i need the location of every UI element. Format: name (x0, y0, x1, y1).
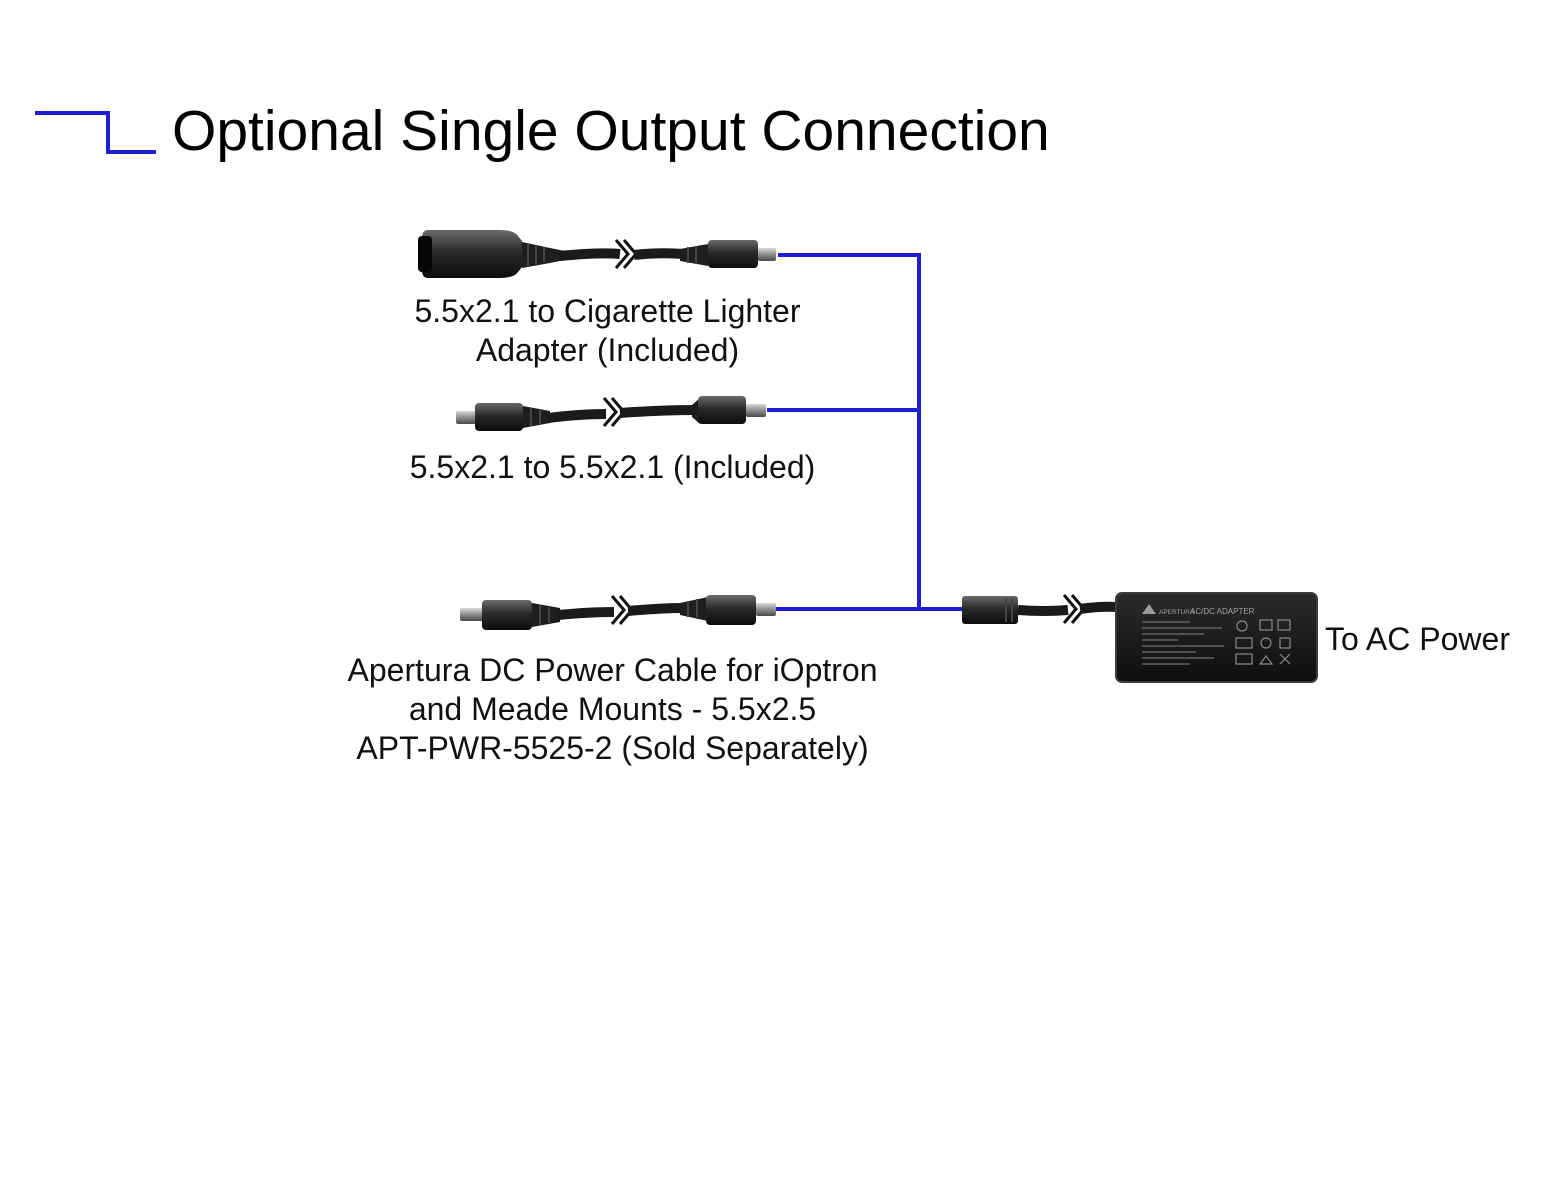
brick-device-text: AC/DC ADAPTER (1190, 607, 1255, 616)
plug-tip-left (456, 411, 476, 424)
plug-tip (758, 248, 776, 261)
spec-lines (1142, 621, 1224, 665)
cigarette-adapter-label: 5.5x2.1 to Cigarette Lighter Adapter (In… (385, 292, 830, 370)
plug-body-left (475, 403, 523, 431)
cable-segment (547, 409, 607, 423)
cable-segment (557, 607, 615, 620)
plug-strain-relief (680, 244, 708, 266)
ac-dc-power-adapter[interactable]: APERTURA AC/DC ADAPTER (962, 592, 1318, 683)
cable-segment (1017, 605, 1069, 616)
single-output-line-icon (35, 111, 156, 154)
plug-strain-relief-right (680, 597, 708, 621)
plug-tip-right (746, 404, 766, 417)
cable-segment (633, 248, 685, 260)
label-line: APT-PWR-5525-2 (Sold Separately) (356, 730, 869, 766)
cigarette-lighter-adapter-cable[interactable] (418, 230, 776, 278)
adapter-dc-jack (962, 596, 1018, 624)
certification-marks-icon (1235, 619, 1291, 665)
socket-opening (418, 236, 432, 272)
label-line: Apertura DC Power Cable for iOptron (347, 652, 878, 688)
cable-segment (619, 405, 697, 418)
connection-lines (767, 253, 963, 611)
apertura-dc-power-cable[interactable] (460, 595, 776, 630)
cable-segment (627, 603, 685, 616)
page-title: Optional Single Output Connection (172, 99, 1050, 163)
cable-segment (1079, 601, 1119, 614)
plug-body-right (706, 595, 756, 625)
cigarette-socket (422, 230, 522, 278)
plug-body-right (698, 396, 746, 424)
plug-body-left (482, 600, 532, 630)
label-line: Adapter (Included) (475, 332, 740, 368)
cable-55x21-to-55x21[interactable] (456, 396, 766, 431)
label-line: 5.5x2.1 to 5.5x2.1 (Included) (409, 449, 816, 485)
cable-segment (559, 248, 621, 261)
label-line: 5.5x2.1 to Cigarette Lighter (414, 293, 801, 329)
adapter-brick (1115, 592, 1318, 683)
cable-55x21-label: 5.5x2.1 to 5.5x2.1 (Included) (365, 448, 860, 487)
brand-logo-icon (1142, 604, 1156, 614)
plug-tip-left (460, 608, 484, 621)
ac-power-label: To AC Power (1325, 621, 1510, 657)
plug-strain-relief-left (532, 603, 560, 627)
plug-tip-right (756, 603, 776, 616)
plug-body (708, 240, 758, 268)
brick-brand-text: APERTURA (1159, 609, 1195, 616)
apertura-cable-label: Apertura DC Power Cable for iOptron and … (300, 651, 925, 768)
label-line: and Meade Mounts - 5.5x2.5 (408, 691, 817, 727)
plug-strain-relief-left (523, 406, 550, 428)
